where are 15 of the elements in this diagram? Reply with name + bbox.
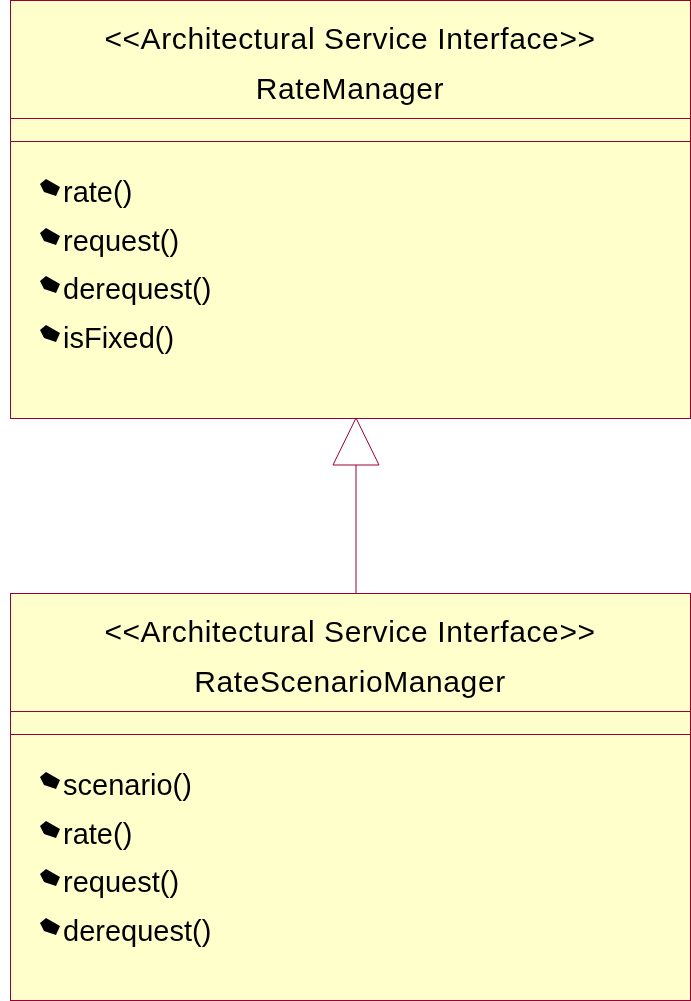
class-box <box>10 0 691 419</box>
operation-label: rate() <box>63 816 133 851</box>
operation-label: isFixed() <box>63 320 175 355</box>
stereotype-label: <<Architectural Service Interface>> <box>104 614 596 650</box>
generalization-arrow <box>332 417 380 594</box>
operation-label: derequest() <box>63 913 212 948</box>
operation-label: rate() <box>63 175 133 209</box>
operation-label: derequest() <box>63 272 212 306</box>
stereotype-label: <<Architectural Service Interface>> <box>104 21 596 57</box>
class-name: RateScenarioManager <box>194 664 506 700</box>
operation-label: request() <box>63 223 180 258</box>
class-name: RateManager <box>255 71 445 107</box>
class-box <box>10 593 691 1001</box>
operation-label: request() <box>63 865 180 899</box>
operation-label: scenario() <box>63 768 192 802</box>
